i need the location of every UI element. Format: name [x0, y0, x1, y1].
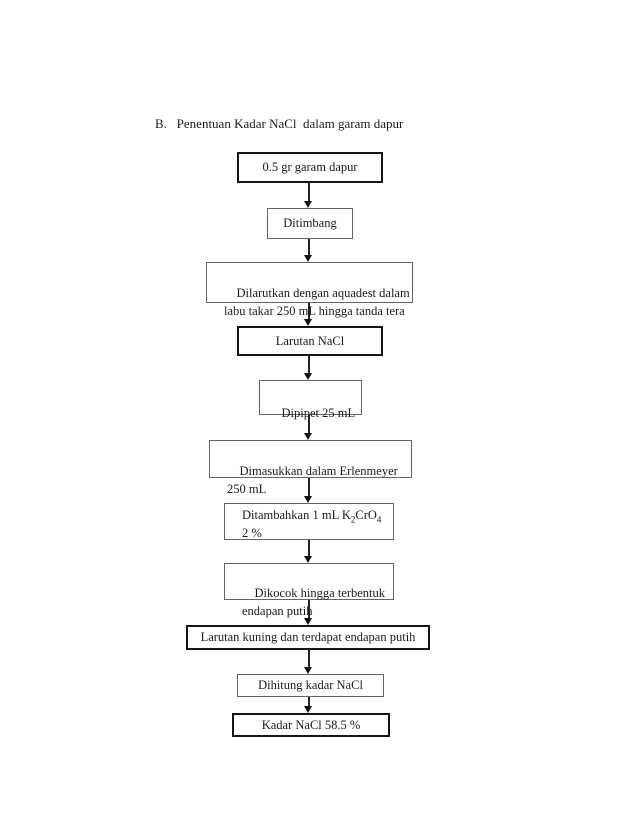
flow-arrow-9 [305, 650, 312, 674]
flow-arrow-4 [305, 356, 312, 380]
node-label: Dipipet 25 mL [281, 406, 356, 420]
flow-node-nacl-solution: Larutan NaCl [237, 326, 383, 356]
flow-arrow-7 [305, 540, 312, 563]
flow-arrow-5 [305, 415, 312, 440]
flow-node-erlenmeyer: Dimasukkan dalam Erlenmeyer 250 mL [209, 440, 412, 496]
flow-node-yellow-solution: Larutan kuning dan terdapat endapan puti… [186, 625, 430, 650]
flow-node-calculate: Dihitung kadar NaCl [237, 674, 384, 697]
flow-node-sample: 0.5 gr garam dapur [237, 152, 383, 183]
flow-node-shake: Dikocok hingga terbentuk endapan putih [224, 563, 394, 618]
flow-node-add-k2cro4: Ditambahkan 1 mL K2CrO4 2 % [224, 503, 394, 540]
flow-node-dissolve: Dilarutkan dengan aquadest dalam labu ta… [206, 262, 413, 318]
node-label: Dimasukkan dalam Erlenmeyer 250 mL [227, 464, 398, 496]
flow-arrow-10 [305, 697, 312, 713]
flow-arrow-2 [305, 239, 312, 262]
section-heading: B. Penentuan Kadar NaCl dalam garam dapu… [155, 116, 404, 131]
flow-arrow-1 [305, 183, 312, 208]
node-label: Ditimbang [283, 216, 337, 230]
subscript: 2 [350, 514, 356, 525]
flow-arrow-8 [305, 600, 312, 625]
node-label-line2: 2 % [242, 526, 262, 540]
subscript: 4 [376, 514, 382, 525]
node-label: Larutan NaCl [275, 333, 345, 348]
flow-node-weigh: Ditimbang [267, 208, 353, 239]
node-label: Kadar NaCl 58.5 % [261, 717, 361, 732]
flow-arrow-6 [305, 478, 312, 503]
flow-node-final-result: Kadar NaCl 58.5 % [232, 713, 390, 737]
node-label-line1: Ditambahkan 1 mL K2CrO4 [242, 508, 382, 525]
node-label: Dihitung kadar NaCl [258, 678, 363, 692]
flow-node-pipette: Dipipet 25 mL [259, 380, 362, 420]
node-label: 0.5 gr garam dapur [262, 160, 358, 174]
node-label: Dikocok hingga terbentuk endapan putih [242, 586, 386, 618]
flow-arrow-3 [305, 303, 312, 326]
node-label: Larutan kuning dan terdapat endapan puti… [200, 630, 416, 644]
node-label: Dilarutkan dengan aquadest dalam labu ta… [224, 286, 410, 318]
